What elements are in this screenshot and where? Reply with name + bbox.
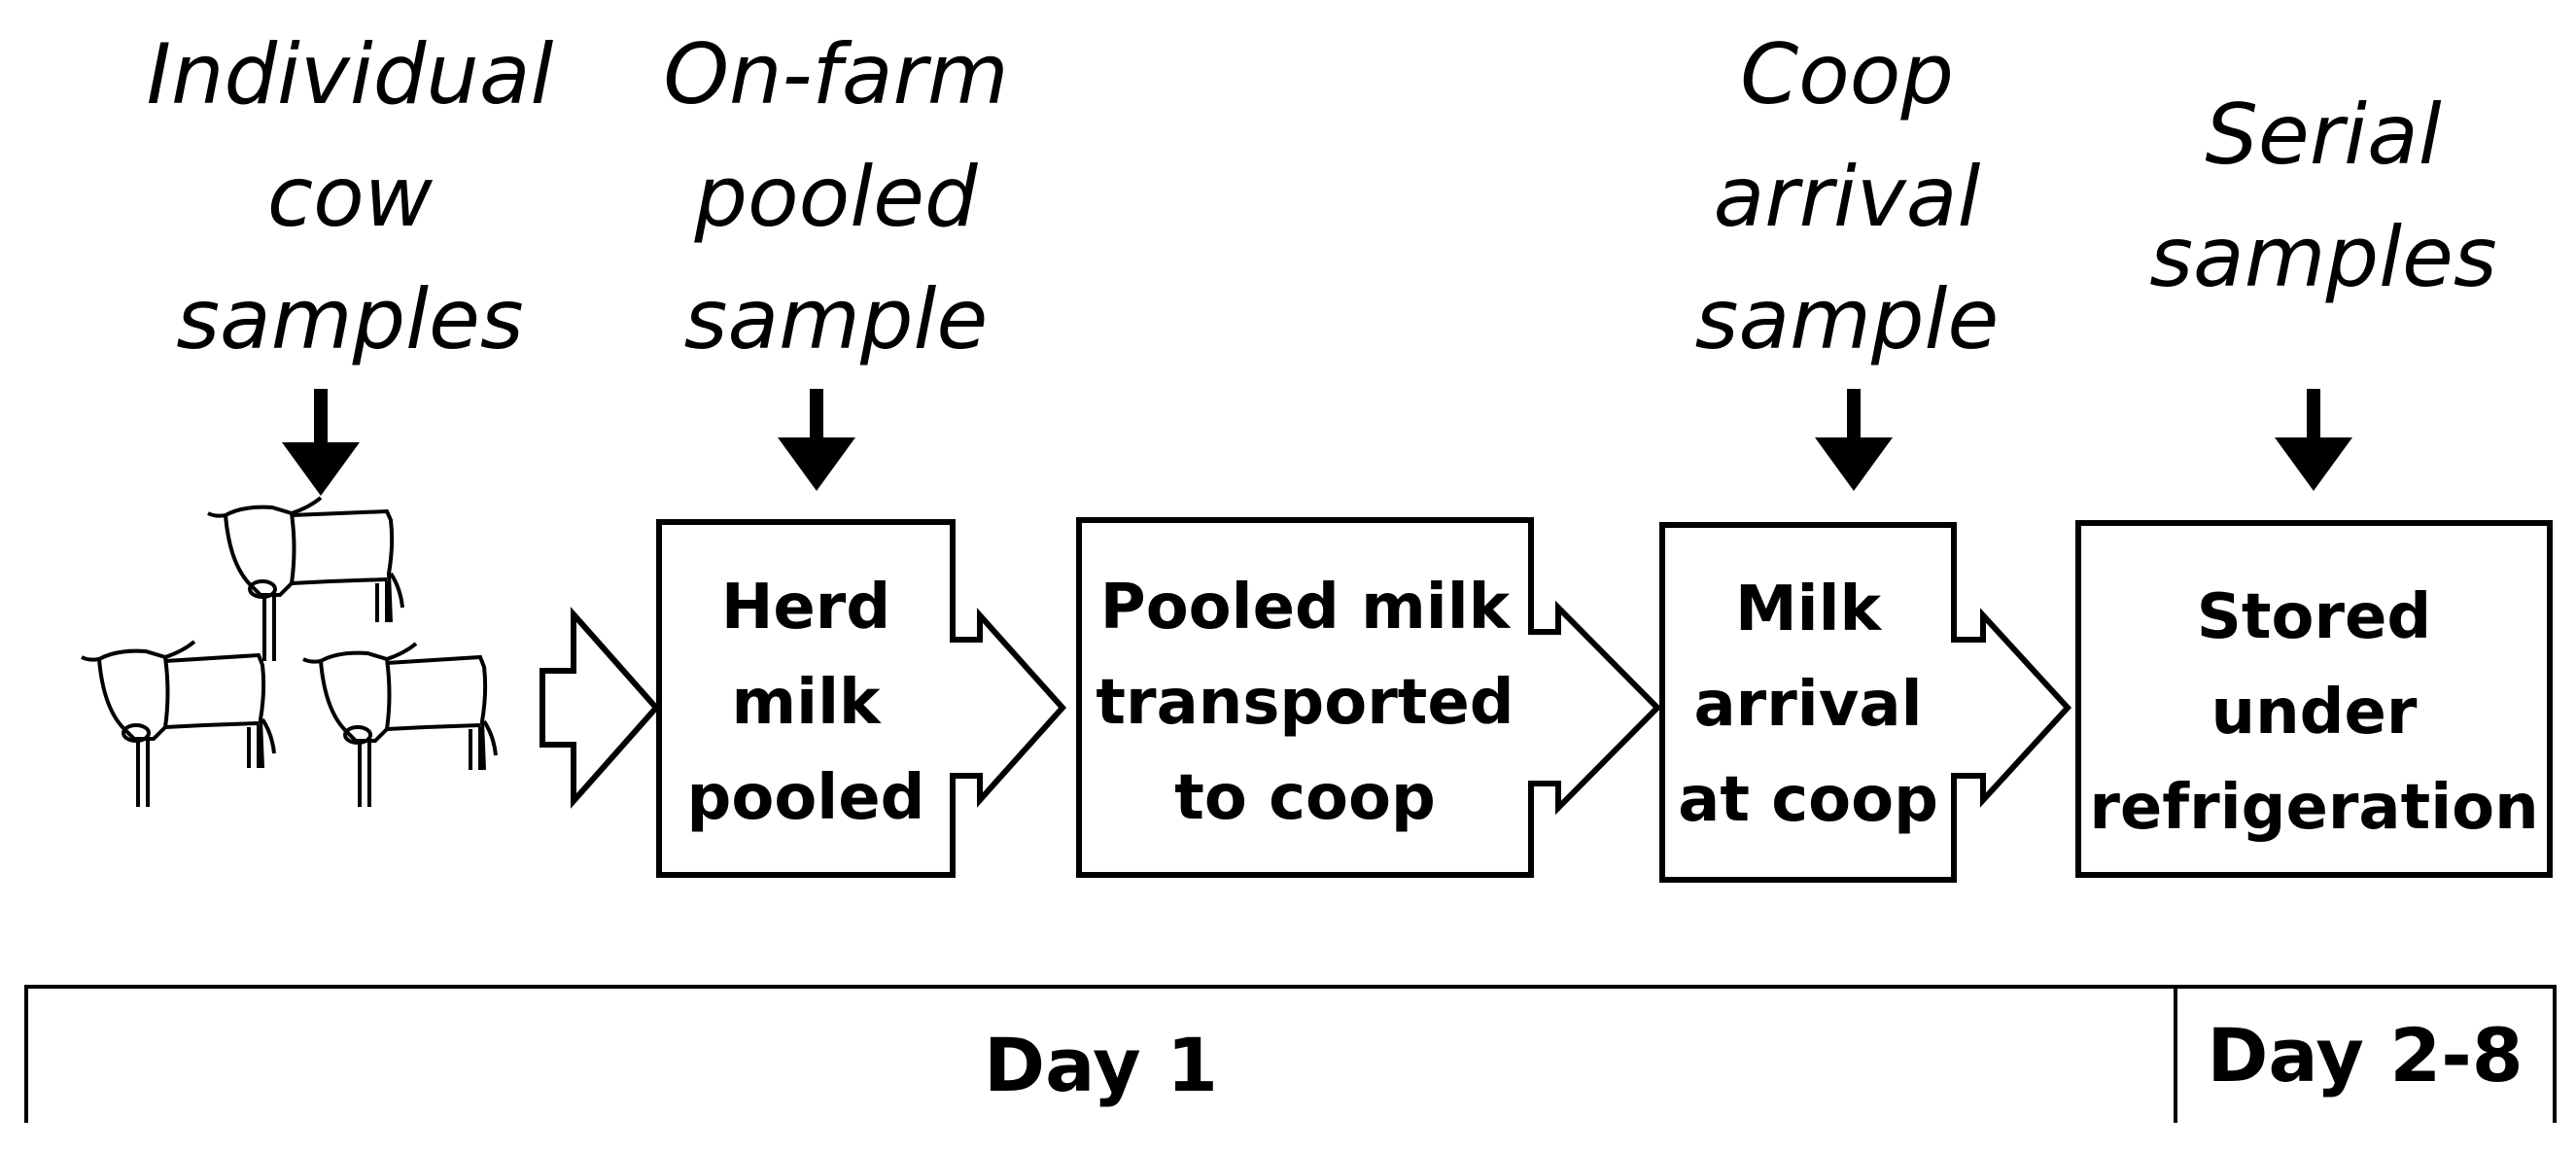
label-coop-arrival-sample: Coop arrival sample xyxy=(1694,26,2000,368)
label-serial-samples: Serial samples xyxy=(2149,87,2497,306)
step-box-2 xyxy=(1076,517,1662,878)
label-individual-cow-samples: Individual cow samples xyxy=(146,26,554,368)
flow-arrow-start xyxy=(540,607,661,809)
step-text-milk-arrival-at-coop: Milk arrival at coop xyxy=(1678,574,1938,836)
step-box-3 xyxy=(1659,522,2072,883)
timeline-label-day2-8: Day 2-8 xyxy=(2207,1012,2524,1099)
down-arrow-4 xyxy=(2275,389,2352,491)
down-arrow-3 xyxy=(1815,389,1893,491)
step-text-herd-milk-pooled: Herd milk pooled xyxy=(686,572,925,834)
down-arrow-1 xyxy=(282,389,360,496)
label-on-farm-pooled-sample: On-farm pooled sample xyxy=(663,26,1009,368)
down-arrow-2 xyxy=(778,389,855,491)
step-text-stored-under-refrigeration: Stored under refrigeration xyxy=(2089,581,2539,844)
step-box-1 xyxy=(656,519,1067,878)
cow-icon-top xyxy=(207,496,404,661)
cow-icon-right xyxy=(302,642,498,807)
cow-icon-left xyxy=(81,640,276,807)
timeline-label-day1: Day 1 xyxy=(984,1022,1218,1108)
step-text-pooled-milk-transported: Pooled milk transported to coop xyxy=(1096,572,1514,834)
step-box-4 xyxy=(2075,520,2553,878)
